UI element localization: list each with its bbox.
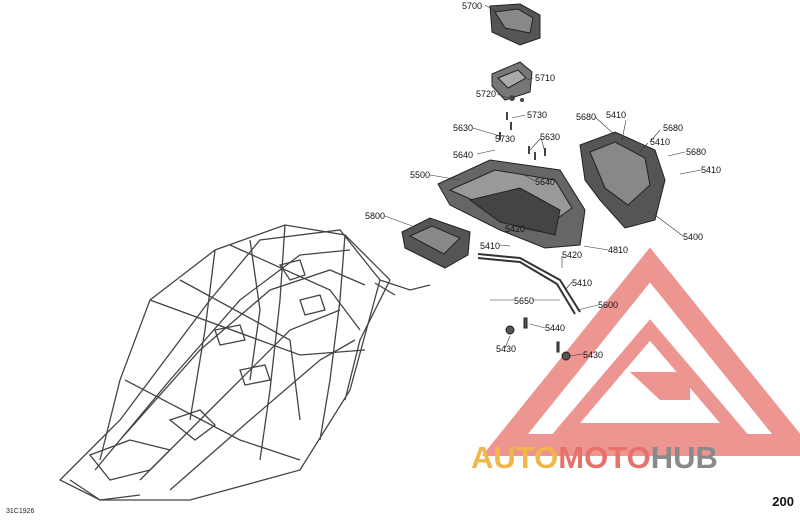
part-5700 xyxy=(489,3,541,46)
label-5800: 5800 xyxy=(365,211,386,221)
label-5410: 5410 xyxy=(480,241,501,251)
label-5680: 5680 xyxy=(663,123,684,133)
watermark-hub: HUB xyxy=(650,440,718,475)
label-5410: 5410 xyxy=(606,110,627,120)
label-5710: 5710 xyxy=(535,73,556,83)
label-5410: 5410 xyxy=(650,137,671,147)
label-5420: 5420 xyxy=(562,250,583,260)
label-5440: 5440 xyxy=(545,323,566,333)
figure-code: 31C1926 xyxy=(6,508,35,515)
leader-lines xyxy=(384,4,702,357)
watermark-moto: MOTO xyxy=(558,440,651,475)
label-5720: 5720 xyxy=(476,89,497,99)
watermark-logo xyxy=(482,247,800,456)
label-5430: 5430 xyxy=(496,344,517,354)
roll-cage-frame xyxy=(58,224,431,501)
label-5680: 5680 xyxy=(686,147,707,157)
label-5400: 5400 xyxy=(683,232,704,242)
watermark-auto: AUTO xyxy=(471,440,559,475)
label-5430: 5430 xyxy=(583,350,604,360)
label-5630: 5630 xyxy=(540,132,561,142)
label-5410: 5410 xyxy=(701,165,722,175)
watermark-text: AUTOMOTOHUB xyxy=(471,440,718,476)
part-5600 xyxy=(477,253,581,315)
part-5800 xyxy=(401,217,471,269)
label-5640: 5640 xyxy=(453,150,474,160)
label-5410: 5410 xyxy=(572,278,593,288)
part-5710 xyxy=(491,61,533,101)
label-5500: 5500 xyxy=(410,170,431,180)
part-5400 xyxy=(579,131,666,229)
label-5700: 5700 xyxy=(462,1,483,11)
label-5680: 5680 xyxy=(576,112,597,122)
label-5420: 5420 xyxy=(505,224,526,234)
label-5650: 5650 xyxy=(514,296,535,306)
label-5640: 5640 xyxy=(535,177,556,187)
part-5430 xyxy=(505,317,571,361)
label-5730: 5730 xyxy=(495,134,516,144)
label-5730: 5730 xyxy=(527,110,548,120)
label-5630: 5630 xyxy=(453,123,474,133)
label-4810: 4810 xyxy=(608,245,629,255)
part-5500 xyxy=(437,159,586,249)
label-5600: 5600 xyxy=(598,300,619,310)
page-number: 200 xyxy=(772,494,794,509)
